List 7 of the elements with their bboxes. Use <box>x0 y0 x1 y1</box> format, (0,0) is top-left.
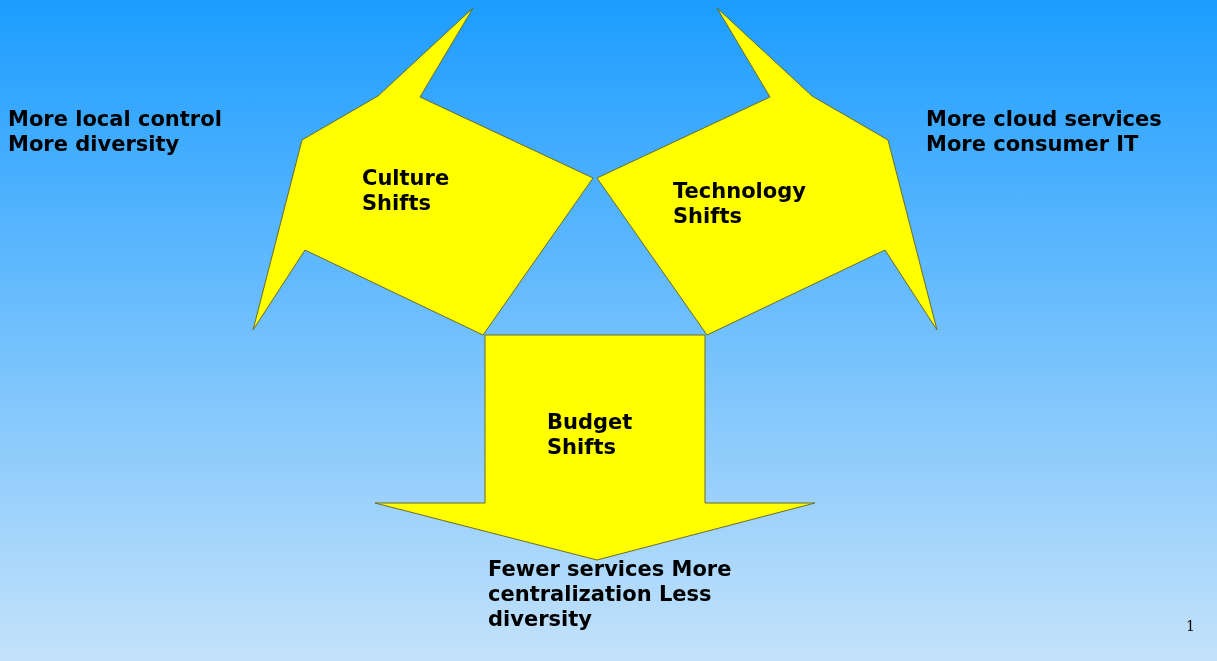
node-label: Culture Shifts <box>362 166 451 216</box>
effect-text: Fewer services More centralization Less diversity <box>488 557 733 632</box>
effect-text: More local control More diversity <box>8 107 223 157</box>
page-number: 1 <box>1186 618 1195 634</box>
node-label: Budget Shifts <box>547 410 634 460</box>
effect-text: More cloud services More consumer IT <box>926 107 1163 157</box>
node-label: Technology Shifts <box>673 179 807 229</box>
